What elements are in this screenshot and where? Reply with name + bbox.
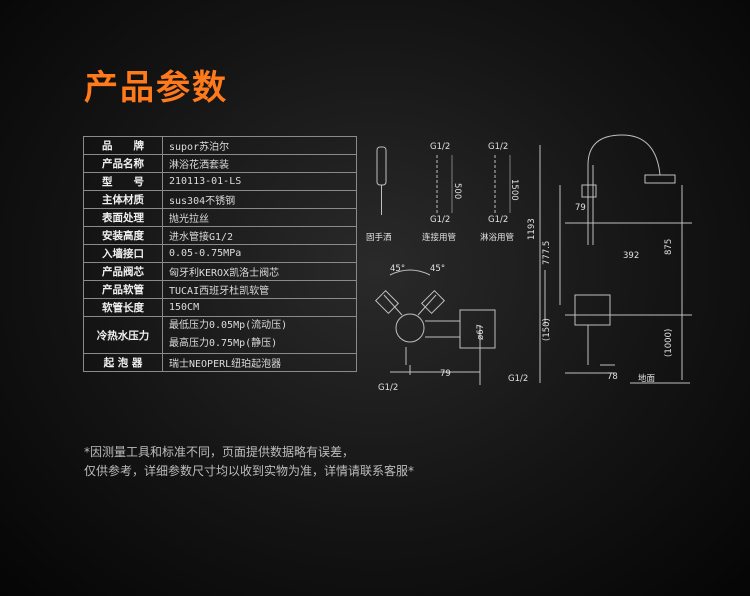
spec-value: 0.05-0.75MPa [162, 244, 357, 263]
dim-392: 392 [623, 251, 639, 261]
spec-key: 产品软管 [83, 280, 163, 299]
angle-label: 45° [430, 264, 445, 274]
disclaimer-note: *因测量工具和标准不同，页面提供数据略有误差， 仅供参考，详细参数尺寸均以收到实… [84, 443, 414, 481]
table-row: 产品名称淋浴花洒套装 [83, 154, 357, 173]
spec-value: 150CM [162, 298, 357, 317]
mixer-valve-icon [395, 313, 425, 343]
spec-value: supor苏泊尔 [162, 136, 357, 155]
spec-value: 210113-01-LS [162, 172, 357, 191]
spec-value: 最低压力0.05Mp(流动压) 最高压力0.75Mp(静压) [162, 316, 357, 354]
table-row: 冷热水压力最低压力0.05Mp(流动压) 最高压力0.75Mp(静压) [83, 316, 357, 354]
angle-label: 45° [390, 264, 405, 274]
dim-500: 500 [452, 183, 462, 199]
dim-1000: (1000) [664, 329, 674, 357]
spec-value-line: 最高压力0.75Mp(静压) [169, 338, 278, 349]
spec-value: 匈牙利KEROX凯洛士阀芯 [162, 262, 357, 281]
spec-key: 主体材质 [83, 190, 163, 209]
dim-79: 79 [575, 203, 586, 213]
g12-label: G1/2 [488, 215, 508, 225]
spec-key: 入墙接口 [83, 244, 163, 263]
g12-label: G1/2 [378, 383, 398, 393]
spec-key: 型 号 [83, 172, 163, 191]
note-line: 仅供参考，详细参数尺寸均以收到实物为准，详情请联系客服* [84, 464, 415, 478]
spec-value: 抛光拉丝 [162, 208, 357, 227]
dimension-diagram: 固手洒 连接用管 淋浴用管 G1/2 G1/2 G1/2 G1/2 500 15… [366, 134, 692, 393]
dim-1193: 1193 [527, 218, 537, 240]
g12-label: G1/2 [430, 142, 450, 152]
g12-label: G1/2 [488, 142, 508, 152]
spec-value: 进水管接G1/2 [162, 226, 357, 245]
table-row: 安装高度进水管接G1/2 [83, 226, 357, 245]
spec-value: 淋浴花洒套装 [162, 154, 357, 173]
handheld-shower-icon [376, 146, 387, 186]
dim-79: 79 [440, 369, 451, 379]
spec-value: sus304不锈钢 [162, 190, 357, 209]
dim-phi67: ø67 [476, 324, 486, 340]
spec-key: 起 泡 器 [83, 353, 163, 372]
dim-1500: 1500 [509, 179, 519, 201]
dim-875: 875 [664, 239, 674, 255]
spec-key: 产品阀芯 [83, 262, 163, 281]
spec-value-line: 最低压力0.05Mp(流动压) [169, 320, 288, 331]
table-row: 产品阀芯匈牙利KEROX凯洛士阀芯 [83, 262, 357, 281]
dim-150: (150) [542, 318, 552, 341]
g12-label: G1/2 [430, 215, 450, 225]
spec-key: 表面处理 [83, 208, 163, 227]
spec-key: 品 牌 [83, 136, 163, 155]
spec-key: 软管长度 [83, 298, 163, 317]
spec-key: 产品名称 [83, 154, 163, 173]
page-title: 产品参数 [84, 68, 228, 108]
spec-key: 安装高度 [83, 226, 163, 245]
note-line: *因测量工具和标准不同，页面提供数据略有误差， [84, 445, 355, 459]
table-row: 起 泡 器瑞士NEOPERL纽珀起泡器 [83, 353, 357, 372]
ground-label: 地面 [638, 373, 656, 384]
spec-value: 瑞士NEOPERL纽珀起泡器 [162, 353, 357, 372]
table-row: 表面处理抛光拉丝 [83, 208, 357, 227]
handheld-label: 固手洒 [366, 232, 392, 243]
dim-78: 78 [607, 372, 618, 382]
spec-key: 冷热水压力 [83, 316, 163, 354]
g12-label: G1/2 [508, 374, 528, 384]
spec-value: TUCAI西班牙杜凯软管 [162, 280, 357, 299]
dim-7775: 777.5 [542, 241, 552, 265]
wall-mixer-icon [574, 294, 611, 326]
hose1-label: 连接用管 [422, 232, 456, 243]
hose2-label: 淋浴用管 [480, 232, 514, 243]
rain-shower-head-icon [644, 174, 676, 184]
shower-column-icon [587, 134, 661, 245]
